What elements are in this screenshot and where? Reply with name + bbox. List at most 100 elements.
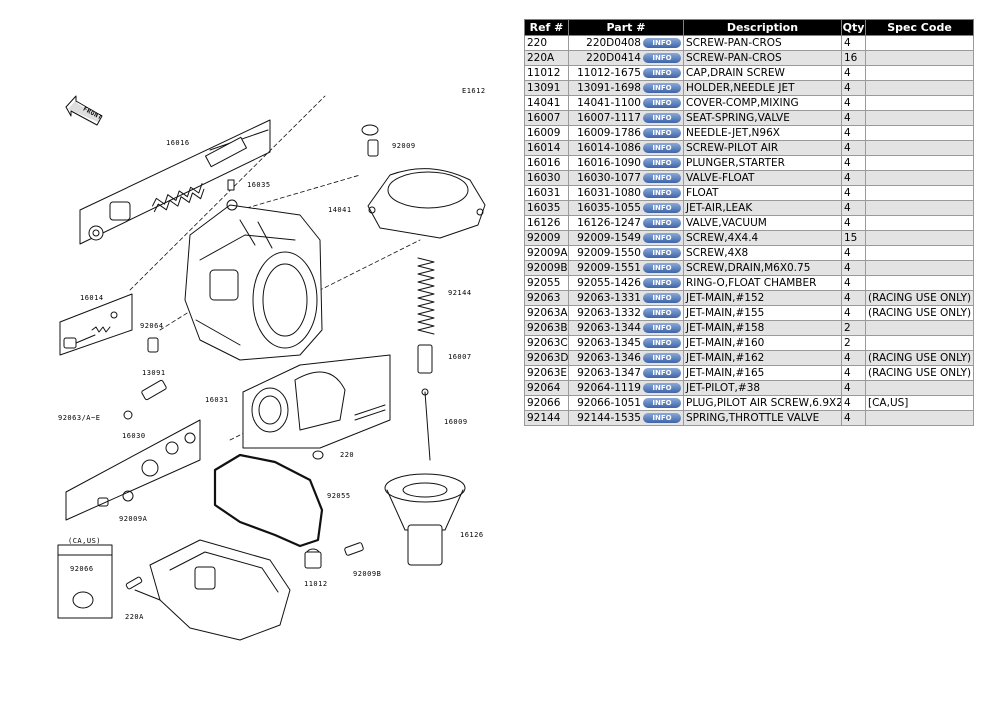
part-number-link[interactable]: 16014-1086: [577, 142, 641, 154]
part-number-link[interactable]: 92055-1426: [577, 277, 641, 289]
cell-qty: 4: [841, 170, 866, 186]
cell-ref: 16009: [524, 125, 569, 141]
part-number-link[interactable]: 92064-1119: [577, 382, 641, 394]
part-number-link[interactable]: 14041-1100: [577, 97, 641, 109]
cell-description: JET-PILOT,#38: [683, 380, 842, 396]
info-button[interactable]: INFO: [643, 218, 681, 228]
cell-spec-code: [865, 125, 974, 141]
part-number-link[interactable]: 92009-1549: [577, 232, 641, 244]
info-button[interactable]: INFO: [643, 68, 681, 78]
part-number-link[interactable]: 92063-1345: [577, 337, 641, 349]
info-button[interactable]: INFO: [643, 83, 681, 93]
info-button[interactable]: INFO: [643, 98, 681, 108]
column-header-part: Part #: [568, 19, 684, 36]
info-button[interactable]: INFO: [643, 278, 681, 288]
part-number-link[interactable]: 92009-1551: [577, 262, 641, 274]
callout-16031: 16031: [205, 396, 229, 404]
part-number-link[interactable]: 220D0408: [586, 37, 641, 49]
part-number-link[interactable]: 16126-1247: [577, 217, 641, 229]
info-button[interactable]: INFO: [643, 128, 681, 138]
cell-description: HOLDER,NEEDLE JET: [683, 80, 842, 96]
part-number-link[interactable]: 16016-1090: [577, 157, 641, 169]
part-number-link[interactable]: 92063-1347: [577, 367, 641, 379]
float-assembly: [242, 354, 391, 449]
cell-qty: 4: [841, 395, 866, 411]
cell-qty: 4: [841, 80, 866, 96]
part-number-link[interactable]: 92066-1051: [577, 397, 641, 409]
cell-description: COVER-COMP,MIXING: [683, 95, 842, 111]
part-number-link[interactable]: 220D0414: [586, 52, 641, 64]
part-number-link[interactable]: 92144-1535: [577, 412, 641, 424]
part-number-link[interactable]: 92063-1332: [577, 307, 641, 319]
info-button[interactable]: INFO: [643, 263, 681, 273]
info-button[interactable]: INFO: [643, 143, 681, 153]
column-header-ref: Ref #: [524, 19, 569, 36]
cell-qty: 4: [841, 155, 866, 171]
callout-11012: 11012: [304, 580, 328, 588]
cell-ref: 92009A: [524, 245, 569, 261]
carburetor-body: [184, 199, 323, 361]
cell-description: VALVE-FLOAT: [683, 170, 842, 186]
info-button[interactable]: INFO: [643, 233, 681, 243]
cell-description: SCREW-PAN-CROS: [683, 35, 842, 51]
cell-ref: 92063B: [524, 320, 569, 336]
info-button[interactable]: INFO: [643, 368, 681, 378]
info-button[interactable]: INFO: [643, 383, 681, 393]
part-number-link[interactable]: 13091-1698: [577, 82, 641, 94]
info-button[interactable]: INFO: [643, 413, 681, 423]
info-button[interactable]: INFO: [643, 248, 681, 258]
cell-qty: 4: [841, 185, 866, 201]
throttle-spring: [417, 257, 435, 335]
info-button[interactable]: INFO: [643, 158, 681, 168]
info-button[interactable]: INFO: [643, 293, 681, 303]
cell-ref: 16031: [524, 185, 569, 201]
exploded-parts-diagram: E1612 FRONT 16016 16035 14041 92009 9214…: [57, 87, 486, 641]
carburetor-drawing: [57, 95, 486, 641]
info-button[interactable]: INFO: [643, 398, 681, 408]
part-number-link[interactable]: 16031-1080: [577, 187, 641, 199]
part-number-link[interactable]: 16035-1055: [577, 202, 641, 214]
cell-qty: 4: [841, 245, 866, 261]
info-button[interactable]: INFO: [643, 173, 681, 183]
part-number-link[interactable]: 16007-1117: [577, 112, 641, 124]
info-button[interactable]: INFO: [643, 308, 681, 318]
cell-qty: 2: [841, 335, 866, 351]
cell-qty: 4: [841, 350, 866, 366]
info-button[interactable]: INFO: [643, 203, 681, 213]
cell-spec-code: [865, 95, 974, 111]
info-button[interactable]: INFO: [643, 323, 681, 333]
part-number-link[interactable]: 92063-1344: [577, 322, 641, 334]
cell-qty: 15: [841, 230, 866, 246]
part-number-link[interactable]: 92063-1346: [577, 352, 641, 364]
info-button[interactable]: INFO: [643, 338, 681, 348]
part-number-link[interactable]: 92009-1550: [577, 247, 641, 259]
part-number-link[interactable]: 11012-1675: [577, 67, 641, 79]
part-number-link[interactable]: 16009-1786: [577, 127, 641, 139]
part-number-link[interactable]: 92063-1331: [577, 292, 641, 304]
parts-table: Ref # Part # Description Qty Spec Code 2…: [524, 19, 974, 426]
cell-spec-code: [865, 35, 974, 51]
info-button[interactable]: INFO: [643, 188, 681, 198]
part-number-link[interactable]: 16030-1077: [577, 172, 641, 184]
cell-ref: 92063E: [524, 365, 569, 381]
callout-92064: 92064: [140, 322, 164, 330]
info-button[interactable]: INFO: [643, 353, 681, 363]
info-button[interactable]: INFO: [643, 38, 681, 48]
info-button[interactable]: INFO: [643, 53, 681, 63]
info-button[interactable]: INFO: [643, 113, 681, 123]
